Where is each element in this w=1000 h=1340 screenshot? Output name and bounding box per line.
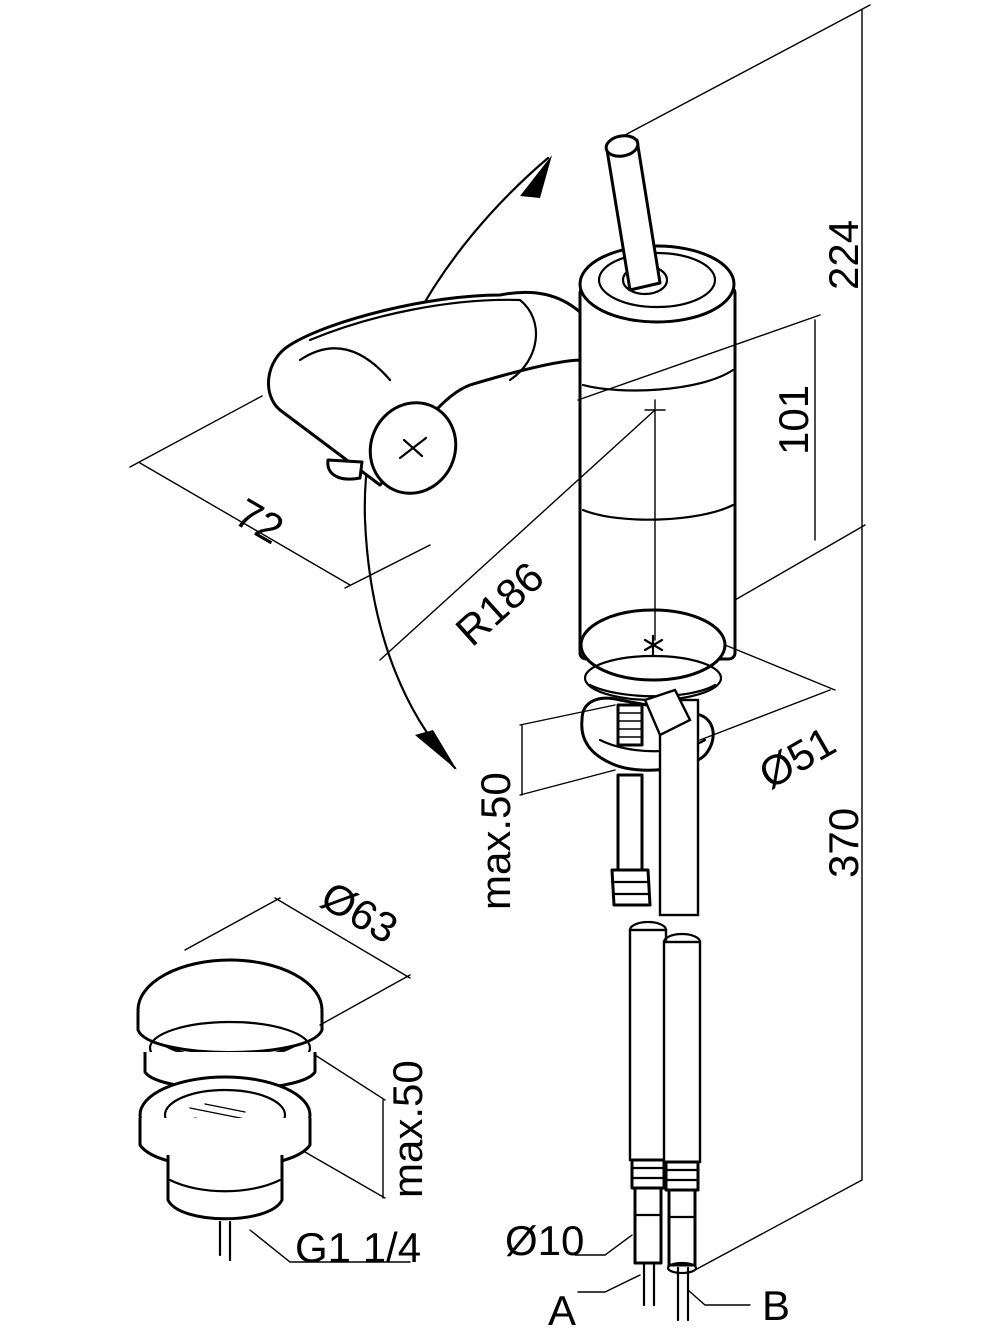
dim-224: 224 <box>820 220 867 290</box>
spout-arm <box>267 290 584 495</box>
swivel-arc <box>363 156 550 770</box>
faucet-body <box>578 244 737 702</box>
label-b: B <box>762 1282 790 1329</box>
drain-assembly <box>136 897 411 1263</box>
dim-g114: G1 1/4 <box>295 1224 421 1271</box>
hose-a <box>628 920 668 1307</box>
dim-max50-deck: max.50 <box>472 772 519 910</box>
hose-b <box>662 932 702 1322</box>
upper-hose <box>658 698 700 917</box>
dim-d10: Ø10 <box>505 1217 584 1264</box>
dim-r186: R186 <box>447 553 553 655</box>
lever-handle <box>604 134 662 292</box>
dim-max50-drain: max.50 <box>384 1060 431 1198</box>
dimension-lines <box>129 4 871 1306</box>
arc-arrow-bottom <box>415 730 457 770</box>
dim-370: 370 <box>820 808 867 878</box>
dim-101: 101 <box>770 385 817 455</box>
arc-arrow-top <box>520 155 552 198</box>
threaded-stud <box>610 773 652 907</box>
dim-d63: Ø63 <box>314 872 406 952</box>
label-a: A <box>548 1287 576 1334</box>
dim-d51: Ø51 <box>751 717 843 797</box>
dim-72: 72 <box>228 489 292 553</box>
faucet-assembly <box>129 4 871 1322</box>
